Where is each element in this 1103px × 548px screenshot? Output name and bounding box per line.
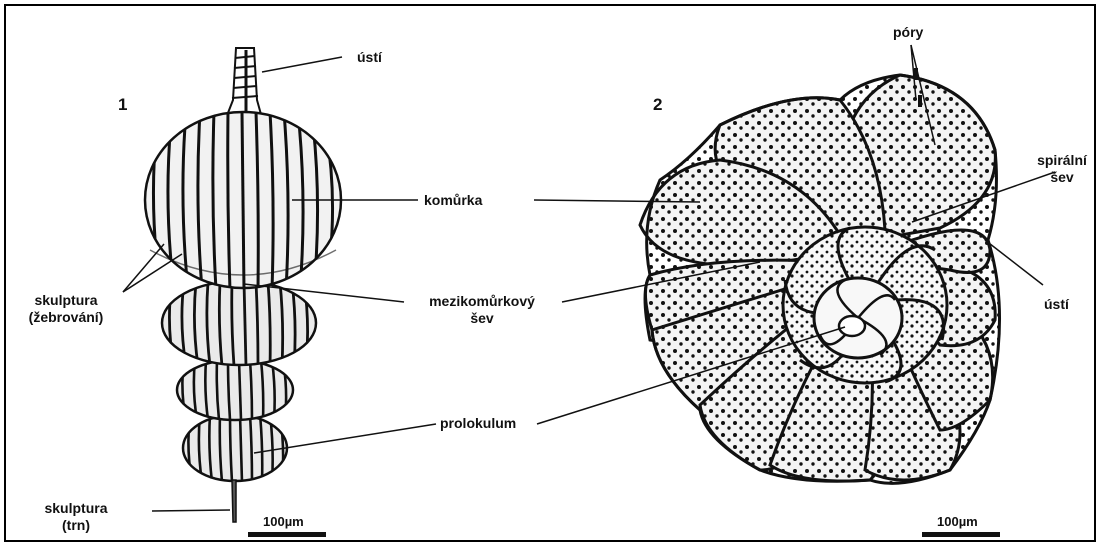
- specimen-1-chamber-3: [177, 360, 293, 420]
- label-mezikomurkovy-line2: šev: [470, 310, 493, 326]
- label-skulptura-ribbing-line2: (žebrování): [29, 309, 104, 325]
- specimen-1-thorn: [232, 480, 236, 522]
- label-skulptura-ribbing: skulptura (žebrování): [14, 292, 118, 326]
- label-spiralni-line1: spirální: [1037, 152, 1087, 168]
- label-komurka: komůrka: [424, 192, 482, 209]
- label-skulptura-thorn: skulptura (trn): [37, 500, 115, 534]
- label-skulptura-ribbing-line1: skulptura: [34, 292, 97, 308]
- label-spiralni-sev: spirální šev: [1030, 152, 1094, 186]
- label-prolokulum: prolokulum: [440, 415, 516, 432]
- specimen-1-neck: [226, 48, 262, 118]
- specimen-1-uniserial: [145, 48, 341, 522]
- label-skulptura-thorn-line2: (trn): [62, 517, 90, 533]
- specimen-2-prolokulum: [839, 316, 865, 336]
- scale-bars: [248, 532, 1000, 537]
- scale-bar-right-label: 100µm: [937, 514, 978, 529]
- label-mezikomurkovy-sev: mezikomůrkový šev: [409, 293, 555, 327]
- specimen-2-inner-whorl: [783, 227, 947, 383]
- panel-number-2: 2: [653, 95, 662, 115]
- label-usti-top: ústí: [357, 49, 382, 66]
- specimen-1-chamber-4: [183, 414, 287, 482]
- label-skulptura-thorn-line1: skulptura: [44, 500, 107, 516]
- label-spiralni-line2: šev: [1050, 169, 1073, 185]
- specimen-1-chamber-top: [145, 112, 341, 290]
- label-mezikomurkovy-line1: mezikomůrkový: [429, 293, 535, 309]
- label-usti-right: ústí: [1044, 296, 1069, 313]
- specimen-1-chamber-2: [162, 281, 316, 366]
- scale-bar-left-label: 100µm: [263, 514, 304, 529]
- panel-number-1: 1: [118, 95, 127, 115]
- label-pory: póry: [893, 24, 923, 41]
